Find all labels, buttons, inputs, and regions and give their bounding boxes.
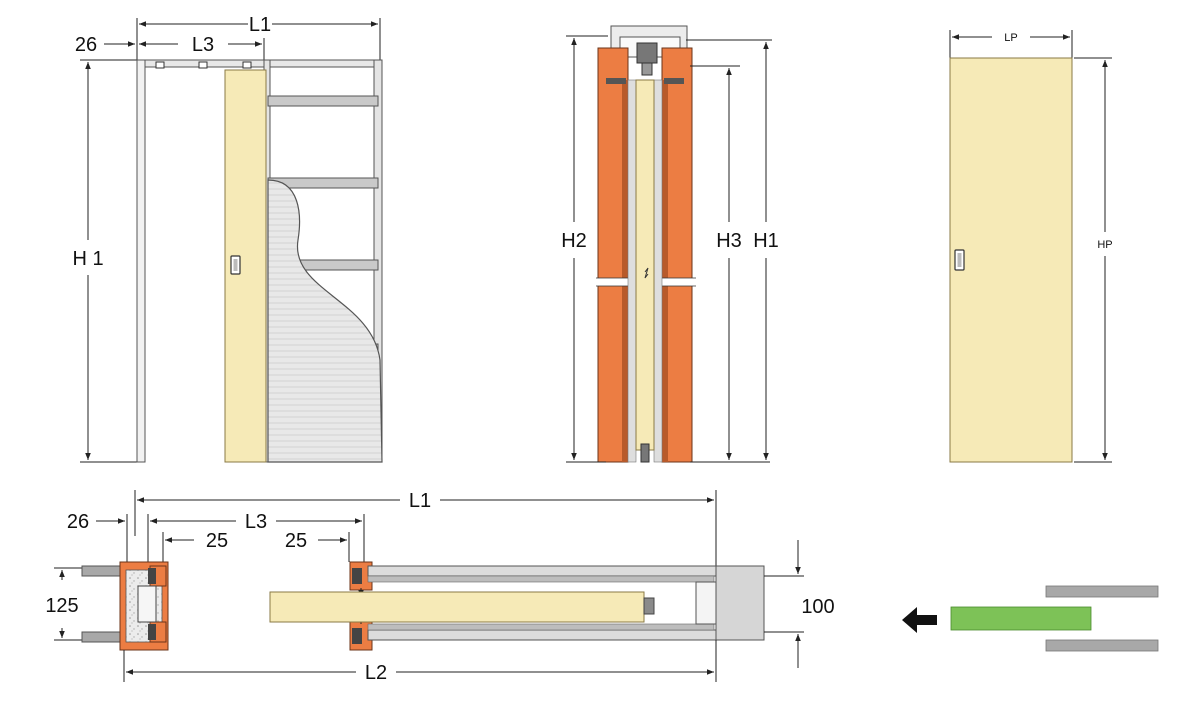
pocket-end-block [715,565,765,641]
plan-100-label: 100 [801,596,834,618]
left-arrow-icon [902,607,937,633]
inner-gap-right [653,79,663,463]
panel-hp-label: HP [1097,239,1112,251]
section-view: H2 H3 H1 [561,25,779,463]
floor-guide [640,443,650,463]
break-symbol [644,267,649,279]
roller-hanger [198,61,208,69]
rail-bottom [367,623,715,631]
plan-l3-label: L3 [245,511,267,533]
inner-gap-left [627,79,637,463]
wall-stub-top [81,565,125,577]
left-jamb-gasket-bottom [148,624,156,640]
door-panel [949,57,1073,463]
indicator-wall-top [1045,585,1159,598]
left-jamb-core [137,585,157,623]
wall-stub-bottom [81,631,125,643]
panel-handle-recess [957,253,962,267]
top-plate-left [606,78,626,84]
roller-stem [641,62,653,76]
end-stop [695,581,717,625]
door-leaf-plan [269,591,645,623]
roller-hanger [242,61,252,69]
roller-hanger [155,61,165,69]
indicator-door-bar [950,606,1092,631]
section-h2-label: H2 [561,230,587,252]
front-view: L1 26 L3 H 1 [72,14,383,463]
pocket-gasket-top [352,568,362,584]
section-h1-label: H1 [753,230,779,252]
top-plate-right [664,78,684,84]
front-l3-label: L3 [192,34,214,56]
left-jamb [136,59,146,463]
plan-l1-label: L1 [409,490,431,512]
casing-bottom [367,629,765,641]
door-handle-recess [233,259,238,271]
cross-bar [267,95,379,107]
panel-view: LP HP [949,30,1113,463]
door-stop-bumper [643,597,655,615]
panel-lp-label: LP [1004,32,1017,44]
plan-125-label: 125 [45,595,78,617]
front-26-label: 26 [75,34,97,56]
rail-top [367,575,715,583]
plaster-cutaway [267,179,383,463]
plan-view: L1 26 L3 25 25 125 [45,490,835,684]
plan-25-left-label: 25 [206,530,228,552]
left-jamb-gasket-top [148,568,156,584]
roller-carriage [636,42,658,64]
front-l1-label: L1 [249,14,271,36]
top-rail [136,59,382,68]
timber-edge-right [662,80,668,462]
front-h1-label: H 1 [72,248,103,270]
indicator-wall-bottom [1045,639,1159,652]
section-h3-label: H3 [716,230,742,252]
plan-l2-label: L2 [365,662,387,684]
plan-25-right-label: 25 [285,530,307,552]
door-leaf-section [635,79,655,451]
plan-26-label: 26 [67,511,89,533]
timber-edge-left [622,80,628,462]
casing-top [367,565,765,577]
pocket-gasket-bottom [352,628,362,644]
direction-indicator [902,585,1159,652]
